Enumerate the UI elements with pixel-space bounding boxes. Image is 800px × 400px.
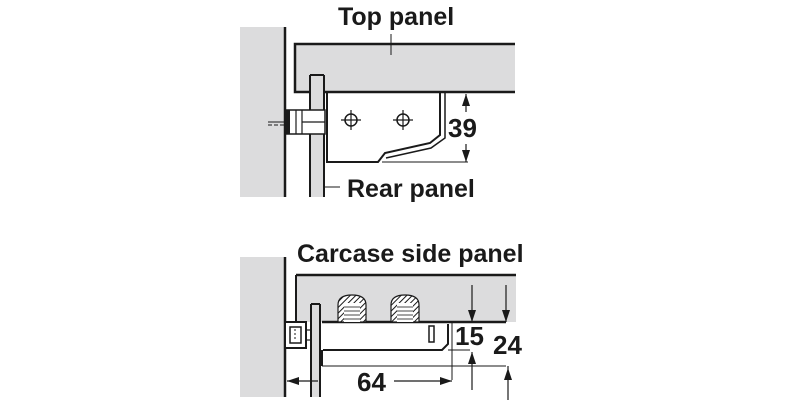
dimension-64 <box>287 377 452 385</box>
dimension-39 <box>462 94 470 162</box>
bottom-view: 64 15 24 Carcase side panel <box>240 240 524 400</box>
rear-panel <box>311 304 320 397</box>
top-view: 39 Top panel Rear panel <box>240 3 515 203</box>
dimension-24-label: 24 <box>493 330 522 360</box>
screw-hole-icon <box>341 110 361 130</box>
label-top-panel: Top panel <box>338 3 454 31</box>
screw-hole-icon <box>393 110 413 130</box>
label-rear-panel: Rear panel <box>347 175 475 203</box>
dimension-24 <box>502 285 512 400</box>
dimension-15-label: 15 <box>455 321 484 351</box>
rear-panel <box>310 75 324 197</box>
dimension-15 <box>468 285 476 390</box>
dimension-64-label: 64 <box>357 367 386 397</box>
wall-block <box>240 257 284 397</box>
bracket-outline <box>323 324 449 351</box>
bracket-outline <box>326 92 441 163</box>
wall-block <box>240 27 284 197</box>
top-panel <box>295 44 515 92</box>
dimension-39-label: 39 <box>448 113 477 143</box>
label-carcase-side-panel: Carcase side panel <box>297 240 524 268</box>
